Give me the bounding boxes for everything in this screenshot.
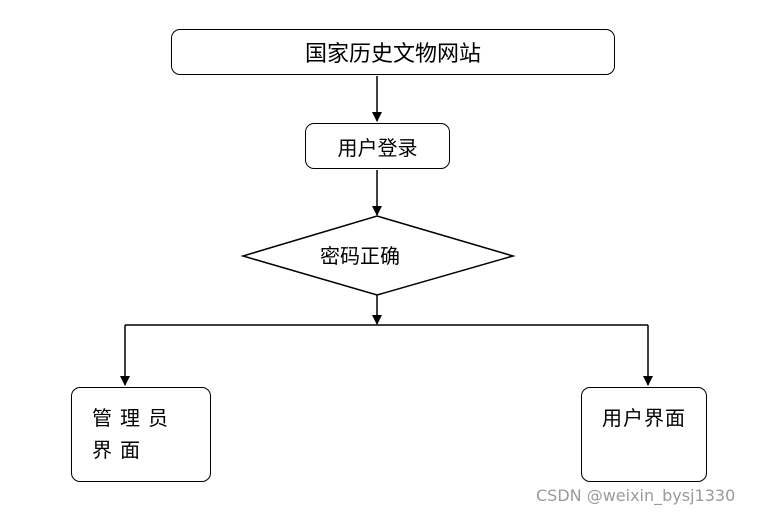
user-login-node: 用户登录	[305, 123, 450, 169]
admin-interface-label: 管理员界面	[92, 406, 176, 462]
user-interface-label: 用户界面	[602, 406, 686, 430]
user-interface-node: 用户界面	[581, 387, 707, 482]
site-title-node: 国家历史文物网站	[171, 29, 615, 75]
admin-interface-node: 管理员界面	[71, 387, 211, 482]
password-check-label: 密码正确	[320, 244, 400, 268]
site-title-label: 国家历史文物网站	[304, 42, 481, 67]
watermark: CSDN @weixin_bysj1330	[536, 486, 736, 505]
user-login-label: 用户登录	[337, 135, 418, 160]
